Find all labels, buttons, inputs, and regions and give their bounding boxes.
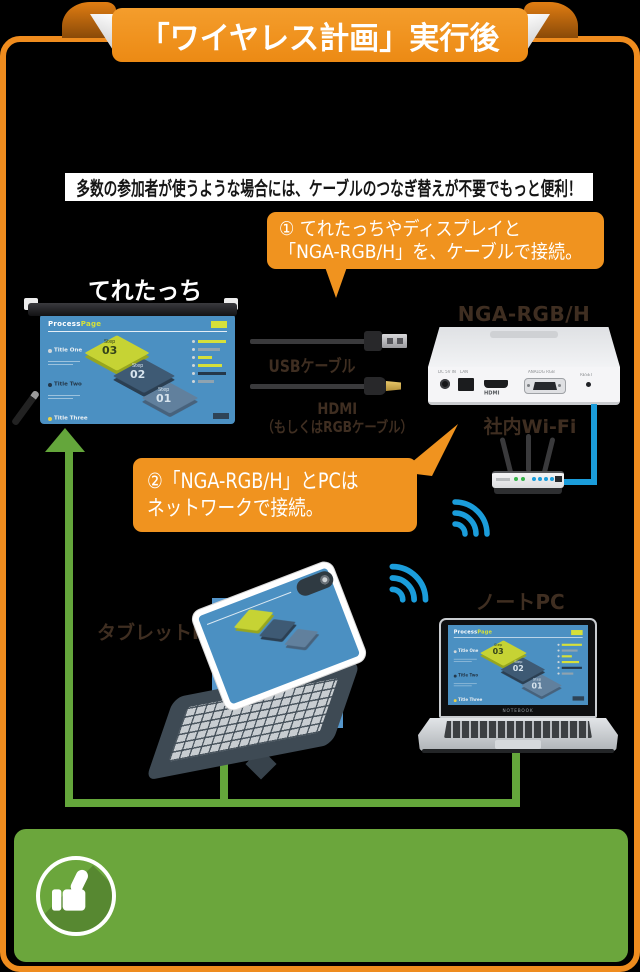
slide-corner-widget (213, 413, 229, 419)
green-arrow-up-icon (45, 428, 85, 452)
router-led (514, 477, 518, 481)
slide-legend (557, 643, 584, 679)
tablet-device (145, 559, 369, 788)
port-reset-label: RESET (580, 373, 593, 378)
whiteboard-label: てれたっち (88, 277, 202, 305)
lan-cable-horizontal (560, 479, 597, 485)
ribbon-banner: 「ワイヤレス計画」実行後 (112, 8, 528, 62)
receiver-handle (490, 331, 558, 338)
dc-power-port (440, 379, 450, 389)
usb-cable (250, 339, 368, 344)
port-rgb-label: ANALOG RGB (528, 370, 555, 375)
green-connector-tablet (220, 750, 228, 805)
whiteboard-display-screen: ProcessPage Title One Title Two Title Th… (40, 314, 235, 424)
slide-brand: ProcessPage (48, 320, 102, 328)
slide-title-row: Title Two (48, 374, 92, 399)
green-connector-main (65, 450, 73, 807)
router-led (532, 477, 536, 481)
slide-rule (48, 331, 227, 332)
laptop-display: ProcessPage Title One Title Two Title Th… (448, 625, 588, 705)
presentation-slide: ProcessPage Title One Title Two Title Th… (40, 314, 235, 424)
wifi-router (492, 471, 564, 488)
usb-plug-icon (382, 334, 407, 348)
receiver-device-front: DC 5V IN LAN HDMI ANALOG RGB RESET (428, 367, 620, 405)
slide-brand: ProcessPage (453, 629, 493, 636)
callout-step1: ① てれたっちやディスプレイと 「NGA-RGB/H」を、ケーブルで接続。 (267, 212, 604, 269)
router-led (538, 477, 542, 481)
analog-rgb-port (524, 378, 566, 394)
laptop-keys (444, 721, 592, 738)
callout-step1-line2: 「NGA-RGB/H」を、ケーブルで接続。 (279, 241, 583, 263)
hdmi-logo: HDMI (484, 390, 500, 396)
highlight-strip: 多数の参加者が使うような場合には、ケーブルのつなぎ替えが不要でもっと便利！ (65, 173, 593, 201)
router-led (550, 477, 554, 481)
usb-cable-label: USBケーブル (268, 357, 356, 377)
lan-cable-vertical (591, 404, 597, 484)
slide-title-row: Title One (48, 340, 92, 365)
port-lan-label: LAN (460, 370, 469, 375)
laptop-screen: ProcessPage Title One Title Two Title Th… (439, 618, 597, 718)
hdmi-port (484, 380, 508, 388)
wifi-signal-icon (389, 563, 429, 603)
callout-step1-line1: ① てれたっちやディスプレイと (279, 218, 521, 240)
router-led (544, 477, 548, 481)
slide-title-row: Title Three (48, 408, 92, 424)
slide-legend (192, 340, 230, 388)
tablet-label: タブレットPC (97, 622, 220, 644)
thumbs-up-icon (36, 856, 116, 936)
slide-corner-widget (572, 696, 585, 701)
callout-step2: ②「NGA-RGB/H」とPCは ネットワークで接続。 (133, 458, 417, 532)
result-box (14, 829, 628, 962)
laptop-base-edge (422, 749, 614, 753)
receiver-label: NGA-RGB/H (457, 302, 591, 326)
hdmi-plug-icon (386, 381, 401, 391)
laptop-touchpad (495, 740, 541, 749)
hdmi-cable-alt-label: （もしくはRGBケーブル） (261, 418, 413, 436)
hdmi-connector-icon (364, 377, 386, 395)
lan-port (458, 378, 474, 391)
router-antenna (526, 434, 531, 472)
highlight-text: 多数の参加者が使うような場合には、ケーブルのつなぎ替えが不要でもっと便利！ (76, 177, 582, 200)
wifi-signal-icon (452, 499, 490, 537)
green-connector-horizontal (65, 799, 520, 807)
presentation-slide: ProcessPage Title One Title Two Title Th… (448, 625, 588, 704)
callout-step2-line2: ネットワークで接続。 (147, 496, 324, 520)
hdmi-cable (250, 384, 368, 389)
router-led (521, 477, 525, 481)
slide-tag (211, 320, 227, 328)
port-dc-label: DC 5V IN (438, 370, 456, 375)
office-wifi-label: 社内Wi-Fi (483, 416, 577, 438)
laptop-keyboard (418, 718, 618, 752)
laptop-device: ProcessPage Title One Title Two Title Th… (418, 618, 618, 758)
display-sensor-bar (28, 303, 237, 316)
laptop-label: ノートPC (475, 590, 565, 614)
laptop-brand-text: NOTEBOOK (502, 708, 534, 714)
slide-tag (571, 629, 583, 635)
page-title: 「ワイヤレス計画」実行後 (140, 20, 500, 57)
reset-button (586, 382, 591, 387)
green-connector-laptop (512, 753, 520, 805)
router-port (555, 476, 562, 482)
usb-connector-icon (364, 331, 382, 351)
router-base (494, 488, 562, 494)
hdmi-cable-label: HDMI (317, 399, 357, 418)
callout-step1-pointer-icon (325, 267, 347, 298)
callout-step2-line1: ②「NGA-RGB/H」とPCは (147, 469, 359, 493)
slide-step-block (284, 628, 319, 648)
